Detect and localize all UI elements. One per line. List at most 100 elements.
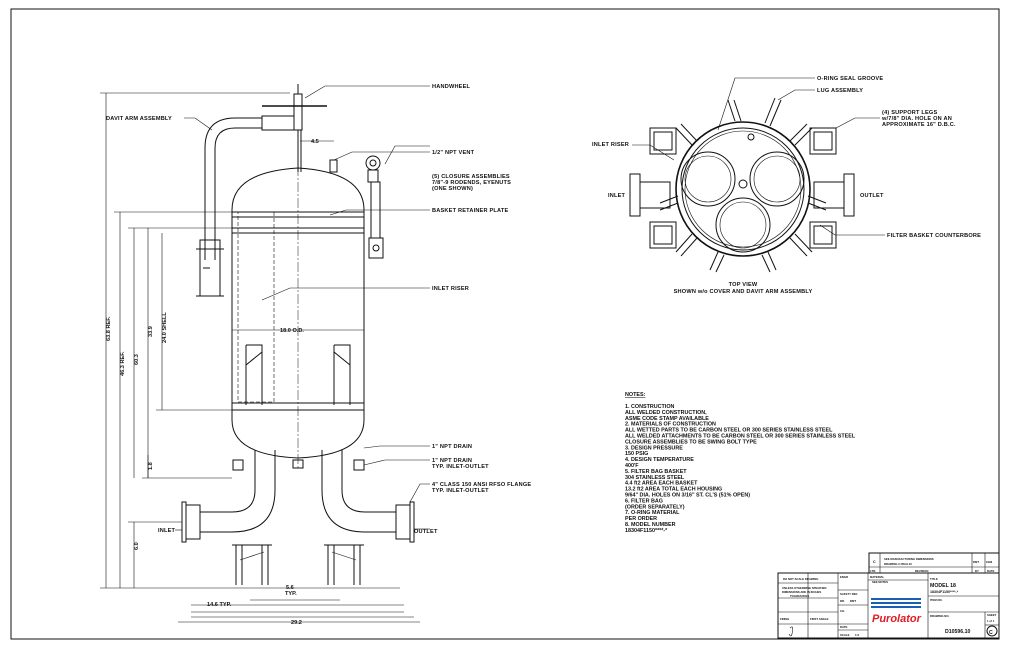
item-label: ITEM NO.	[930, 598, 943, 602]
do-not-scale: DO NOT SCALE DRAWING	[783, 577, 818, 581]
first-angle-label: FIRST ANGLE	[810, 617, 829, 621]
hdr-revision: REVISION	[915, 569, 928, 573]
safety-label: SAFETY REF.	[840, 592, 858, 596]
drawing-rev: C	[989, 630, 993, 636]
date-label: DATE	[840, 625, 848, 629]
ch-label: CH.	[840, 609, 845, 613]
scale-value: 1:6	[855, 633, 859, 637]
dim-29-2: 29.2	[291, 620, 302, 626]
sheet-label: SHEET	[987, 613, 997, 617]
note-line: 304 STAINLESS STEEL	[625, 475, 685, 481]
vent-label: 1/2" NPT VENT	[432, 150, 475, 156]
outlet-label: OUTLET	[414, 529, 438, 535]
note-line: 13.2 ft2 AREA TOTAL EACH HOUSING	[625, 487, 722, 493]
closure-label-1: (5) CLOSURE ASSEMBLIES	[432, 174, 510, 180]
legs-label-1: (4) SUPPORT LEGS	[882, 110, 937, 116]
sheet-border	[10, 8, 1000, 640]
top-vessel	[675, 121, 811, 257]
rev-text-1: SEE MANUFACTURING DIMENSIONS	[884, 557, 934, 561]
top-view: O-RING SEAL GROOVE LUG ASSEMBLY (4) SUPP…	[592, 76, 981, 295]
dr-label: DR.	[840, 599, 845, 603]
hdr-date: DATE	[987, 569, 995, 573]
title-block: C SEE MANUFACTURING DIMENSIONS DRAWING C…	[777, 552, 1000, 639]
model-number: 18304F1150****-*	[930, 590, 959, 594]
davit-arm	[204, 117, 263, 260]
finish-label: FINISH	[780, 617, 789, 621]
drain-label-1: 1" NPT DRAIN	[432, 444, 472, 450]
notes-block: NOTES: 1. CONSTRUCTION ALL WELDED CONSTR…	[625, 392, 856, 534]
top-inlet-riser-label: INLET RISER	[592, 142, 629, 148]
notes-title: NOTES:	[625, 392, 646, 398]
top-outlet-label: OUTLET	[860, 193, 884, 199]
note-line: 7. O-RING MATERIAL	[625, 510, 680, 516]
dim-33-9: 33.9	[148, 326, 154, 337]
drawing-number: D10596.10	[945, 629, 970, 635]
elevation-view: HANDWHEEL DAVIT ARM ASSEMBLY 1/2" NPT VE…	[100, 84, 531, 626]
brand-name: Purolator	[872, 613, 922, 625]
note-line: PER ORDER	[625, 516, 657, 522]
oring-label: O-RING SEAL GROOVE	[817, 76, 883, 82]
rev-by: DMT	[973, 560, 979, 564]
note-line: 6. FILTER BAG	[625, 498, 663, 504]
purolator-logo: Purolator	[871, 598, 922, 625]
drawing-label: DRAWING NO.	[930, 614, 949, 618]
dim-4-5: 4.5	[311, 139, 319, 145]
note-line: 4.4 ft2 AREA EACH BASKET	[625, 481, 698, 487]
note-line: 2. MATERIALS OF CONSTRUCTION	[625, 422, 716, 428]
signature	[788, 626, 793, 637]
hdr-ltr: LTR.	[870, 569, 876, 573]
handwheel-hub	[293, 93, 303, 131]
note-line: ALL WELDED ATTACHMENTS TO BE CARBON STEE…	[625, 434, 856, 440]
dim-14-6: 14.6 TYP.	[207, 602, 232, 608]
rev-date: 1993	[986, 560, 993, 564]
note-line: 8. MODEL NUMBER	[625, 522, 676, 528]
closure-label-2: 7/8"-9 RODENDS, EYENUTS	[432, 180, 511, 186]
lug-label: LUG ASSEMBLY	[817, 88, 863, 94]
dim-63-8: 63.8 REF.	[106, 316, 112, 341]
flange-label-1: 4" CLASS 150 ANSI RFSO FLANGE	[432, 482, 531, 488]
drain-label-2a: 1" NPT DRAIN	[432, 458, 472, 464]
hdr-by: BY	[975, 569, 979, 573]
material-label: MATERIAL	[870, 575, 885, 579]
note-line: 4. DESIGN TEMPERATURE	[625, 457, 694, 463]
dim-5-6: 5.6	[286, 585, 294, 591]
note-line: 150 PSIG	[625, 451, 648, 457]
note-line: (ORDER SEPARATELY)	[625, 504, 685, 510]
title-label: TITLE	[930, 577, 938, 581]
handwheel-label: HANDWHEEL	[432, 84, 471, 90]
note-line: 1. CONSTRUCTION	[625, 404, 675, 410]
dim-shell: 24.0 SHELL	[162, 312, 168, 343]
note-line: ALL WELDED CONSTRUCTION,	[625, 410, 707, 416]
dim-od: 18.0 O.D.	[280, 328, 304, 334]
closure-label-3: (ONE SHOWN)	[432, 186, 473, 192]
note-line: ALL WETTED PARTS TO BE CARBON STEEL OR 3…	[625, 428, 833, 434]
top-inlet-label: INLET	[608, 193, 626, 199]
note-line: 3. DESIGN PRESSURE	[625, 445, 683, 451]
rev-text-2: DRAWING C150AL10	[884, 562, 912, 566]
top-view-caption: TOP VIEW	[729, 282, 758, 288]
unless-2: DIMENSIONS ARE IN INCHES	[782, 590, 821, 594]
sheet-value: 1 of 1	[987, 619, 995, 623]
note-line: 5. FILTER BAG BASKET	[625, 469, 687, 475]
note-line: 9/64" DIA. HOLES ON 3/16" ST. CL'S (51% …	[625, 493, 750, 499]
note-line: 400'F	[625, 463, 639, 469]
dim-46-3: 46.3 REF.	[120, 351, 126, 376]
dim-typ: TYP.	[285, 591, 297, 597]
inlet-riser-label: INLET RISER	[432, 286, 469, 292]
legs-label-3: APPROXIMATE 16" D.B.C.	[882, 122, 956, 128]
scale-label: SCALE	[840, 633, 850, 637]
unless-1: UNLESS OTHERWISE SPECIFIED	[782, 586, 827, 590]
drain-label-2b: TYP. INLET-OUTLET	[432, 464, 489, 470]
dim-60-3: 60.3	[134, 354, 140, 365]
engr-label: ENGR	[840, 575, 848, 579]
dim-1-8: 1.8	[148, 462, 154, 470]
vessel-shell	[231, 167, 365, 459]
legs-label-2: w/7/8" DIA. HOLE ON AN	[881, 116, 952, 122]
model-title: MODEL 18	[930, 583, 956, 589]
counterbore-label: FILTER BASKET COUNTERBORE	[887, 233, 981, 239]
note-line: CLOSURE ASSEMBLIES TO BE SWING BOLT TYPE	[625, 439, 757, 445]
note-line: ASME CODE STAMP AVAILABLE	[625, 416, 709, 422]
note-line: 18304F1150****-*	[625, 528, 668, 534]
